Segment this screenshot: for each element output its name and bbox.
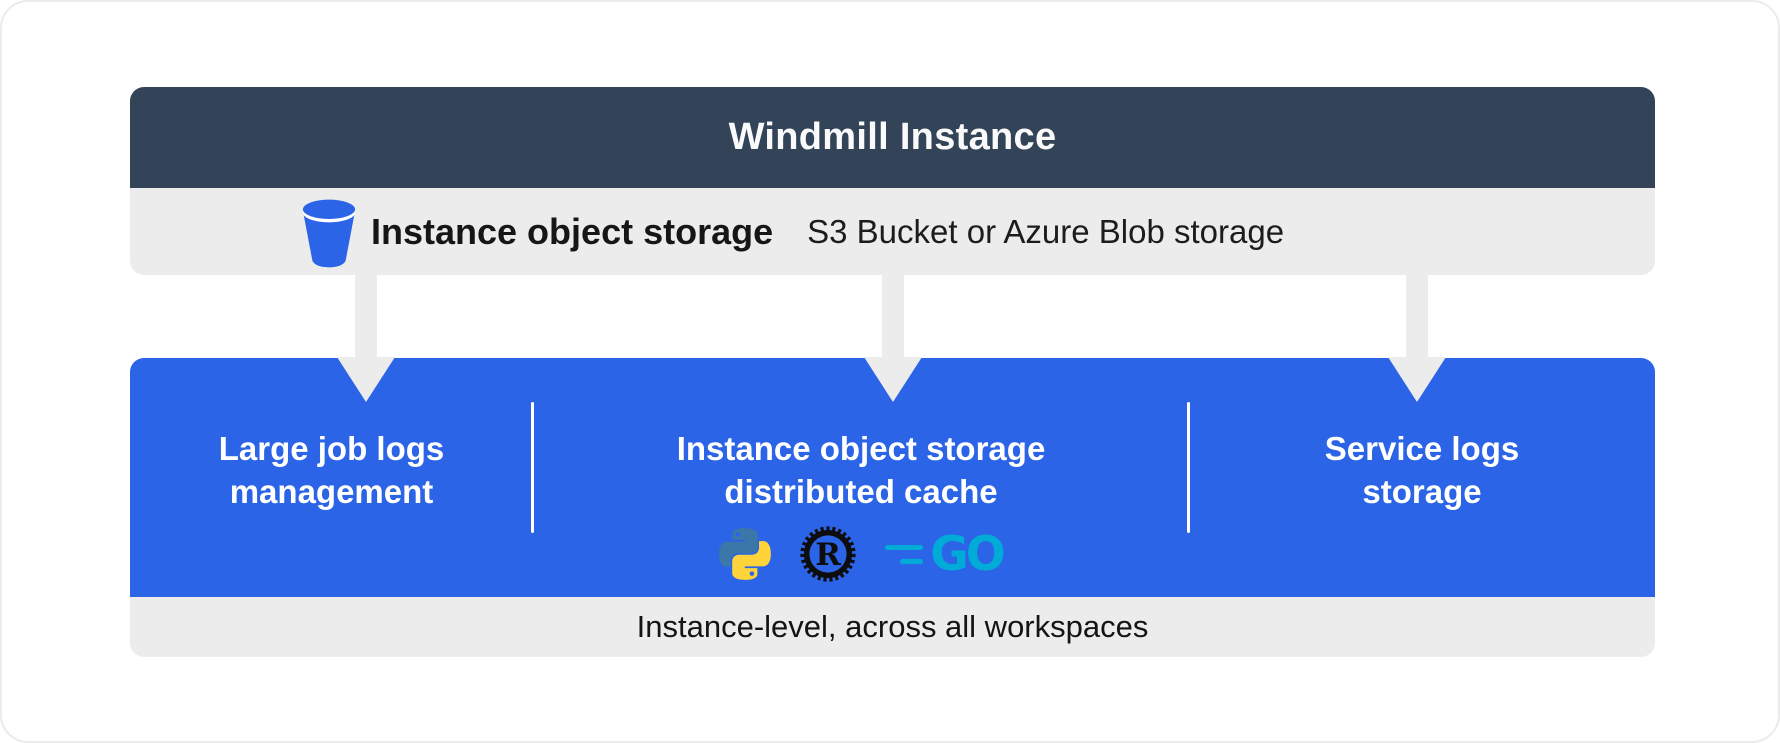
go-icon: GO xyxy=(885,526,1006,582)
rust-icon: R xyxy=(800,526,856,582)
instance-title: Windmill Instance xyxy=(728,116,1057,158)
arrow-middle-head xyxy=(864,357,922,402)
arrow-left-head xyxy=(337,357,395,402)
windmill-instance-card: Windmill Instance Instance object storag… xyxy=(130,87,1655,275)
section-label-line1: Large job logs xyxy=(218,429,445,467)
rust-letter: R xyxy=(815,537,841,573)
arrow-left-shaft xyxy=(355,275,377,360)
section-label-line2: distributed cache xyxy=(724,472,998,510)
section-divider xyxy=(1187,402,1190,533)
arrow-right-head xyxy=(1388,357,1446,402)
section-label-line1: Instance object storage xyxy=(676,429,1046,467)
section-label: Instance object storage distributed cach… xyxy=(677,427,1046,513)
footer-label: Instance-level, across all workspaces xyxy=(636,609,1149,644)
storage-description: S3 Bucket or Azure Blob storage xyxy=(807,212,1285,250)
go-wordmark: GO xyxy=(930,526,1006,582)
object-storage-bar: Instance object storage S3 Bucket or Azu… xyxy=(130,188,1655,275)
section-large-job-logs: Large job logs management xyxy=(130,358,533,597)
bucket-icon xyxy=(302,199,356,267)
python-icon xyxy=(719,528,772,580)
storage-label: Instance object storage xyxy=(371,210,774,252)
section-label-line1: Service logs xyxy=(1324,429,1520,467)
section-label: Large job logs management xyxy=(219,427,445,513)
section-distributed-cache: Instance object storage distributed cach… xyxy=(533,358,1189,597)
section-label-line2: management xyxy=(229,472,434,510)
storage-features-card: Large job logs management Instance objec… xyxy=(130,358,1655,657)
go-speed-lines xyxy=(885,544,924,564)
instance-header: Windmill Instance xyxy=(130,87,1655,188)
arrow-right-shaft xyxy=(1406,275,1428,360)
arrow-middle-shaft xyxy=(882,275,904,360)
section-label-line2: storage xyxy=(1362,472,1482,510)
section-service-logs: Service logs storage xyxy=(1189,358,1655,597)
footer-bar: Instance-level, across all workspaces xyxy=(130,597,1655,657)
language-logos: R GO xyxy=(533,525,1189,583)
section-label: Service logs storage xyxy=(1325,427,1519,513)
section-divider xyxy=(531,402,534,533)
